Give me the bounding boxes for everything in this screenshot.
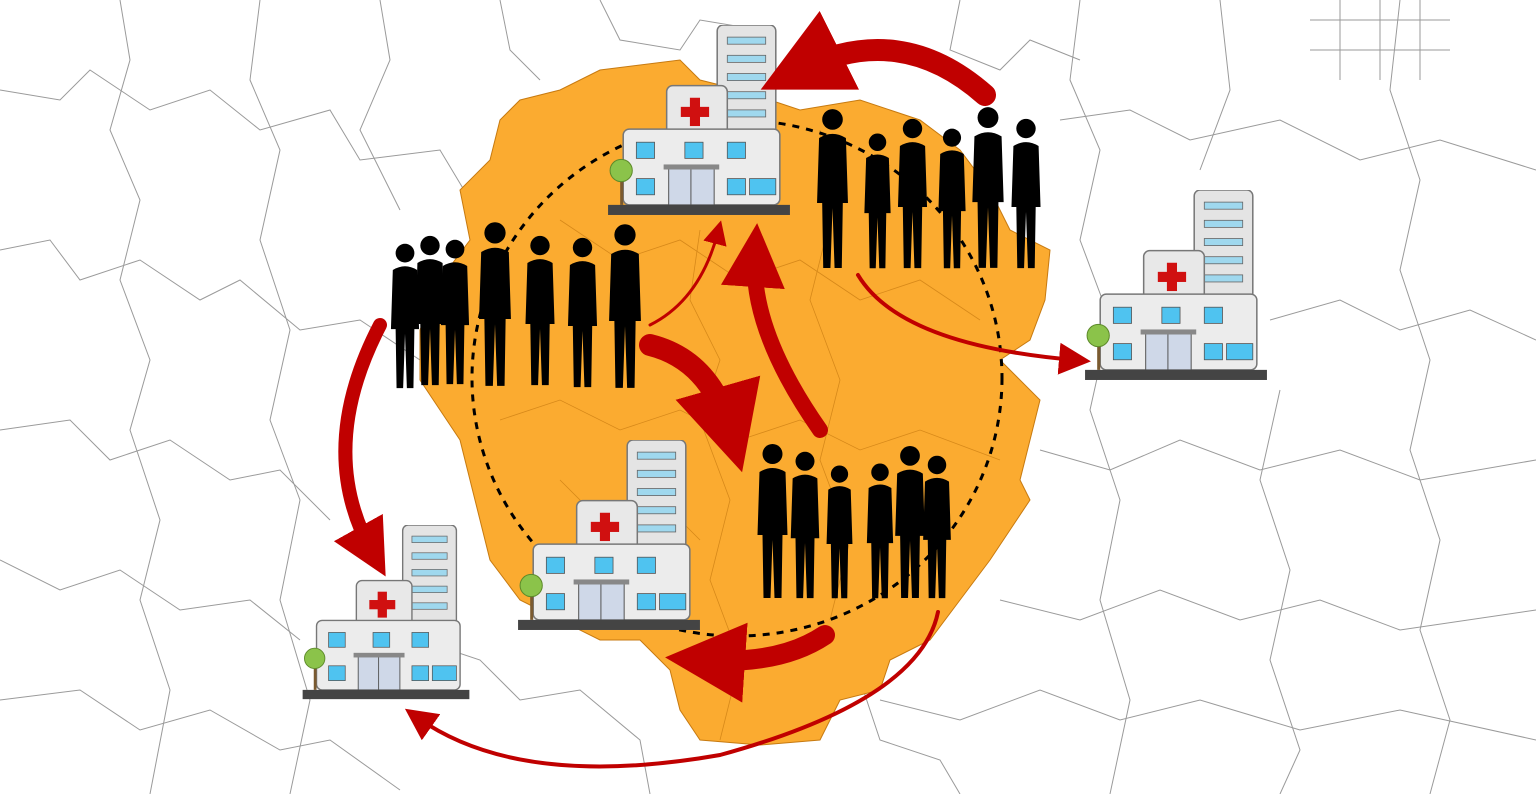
curved-arrow-icon	[760, 10, 996, 106]
curved-arrow-icon	[856, 273, 1091, 375]
hospital-icon	[1085, 190, 1267, 381]
curved-arrow-icon	[648, 220, 727, 327]
curved-arrow-icon	[404, 610, 940, 769]
curved-arrow-icon	[639, 334, 761, 473]
curved-arrow-icon	[665, 622, 835, 703]
curved-arrow-icon	[333, 318, 387, 577]
patient-flow-arrows	[333, 10, 1091, 769]
curved-arrow-icon	[720, 223, 828, 438]
hospital-icon	[302, 525, 470, 700]
